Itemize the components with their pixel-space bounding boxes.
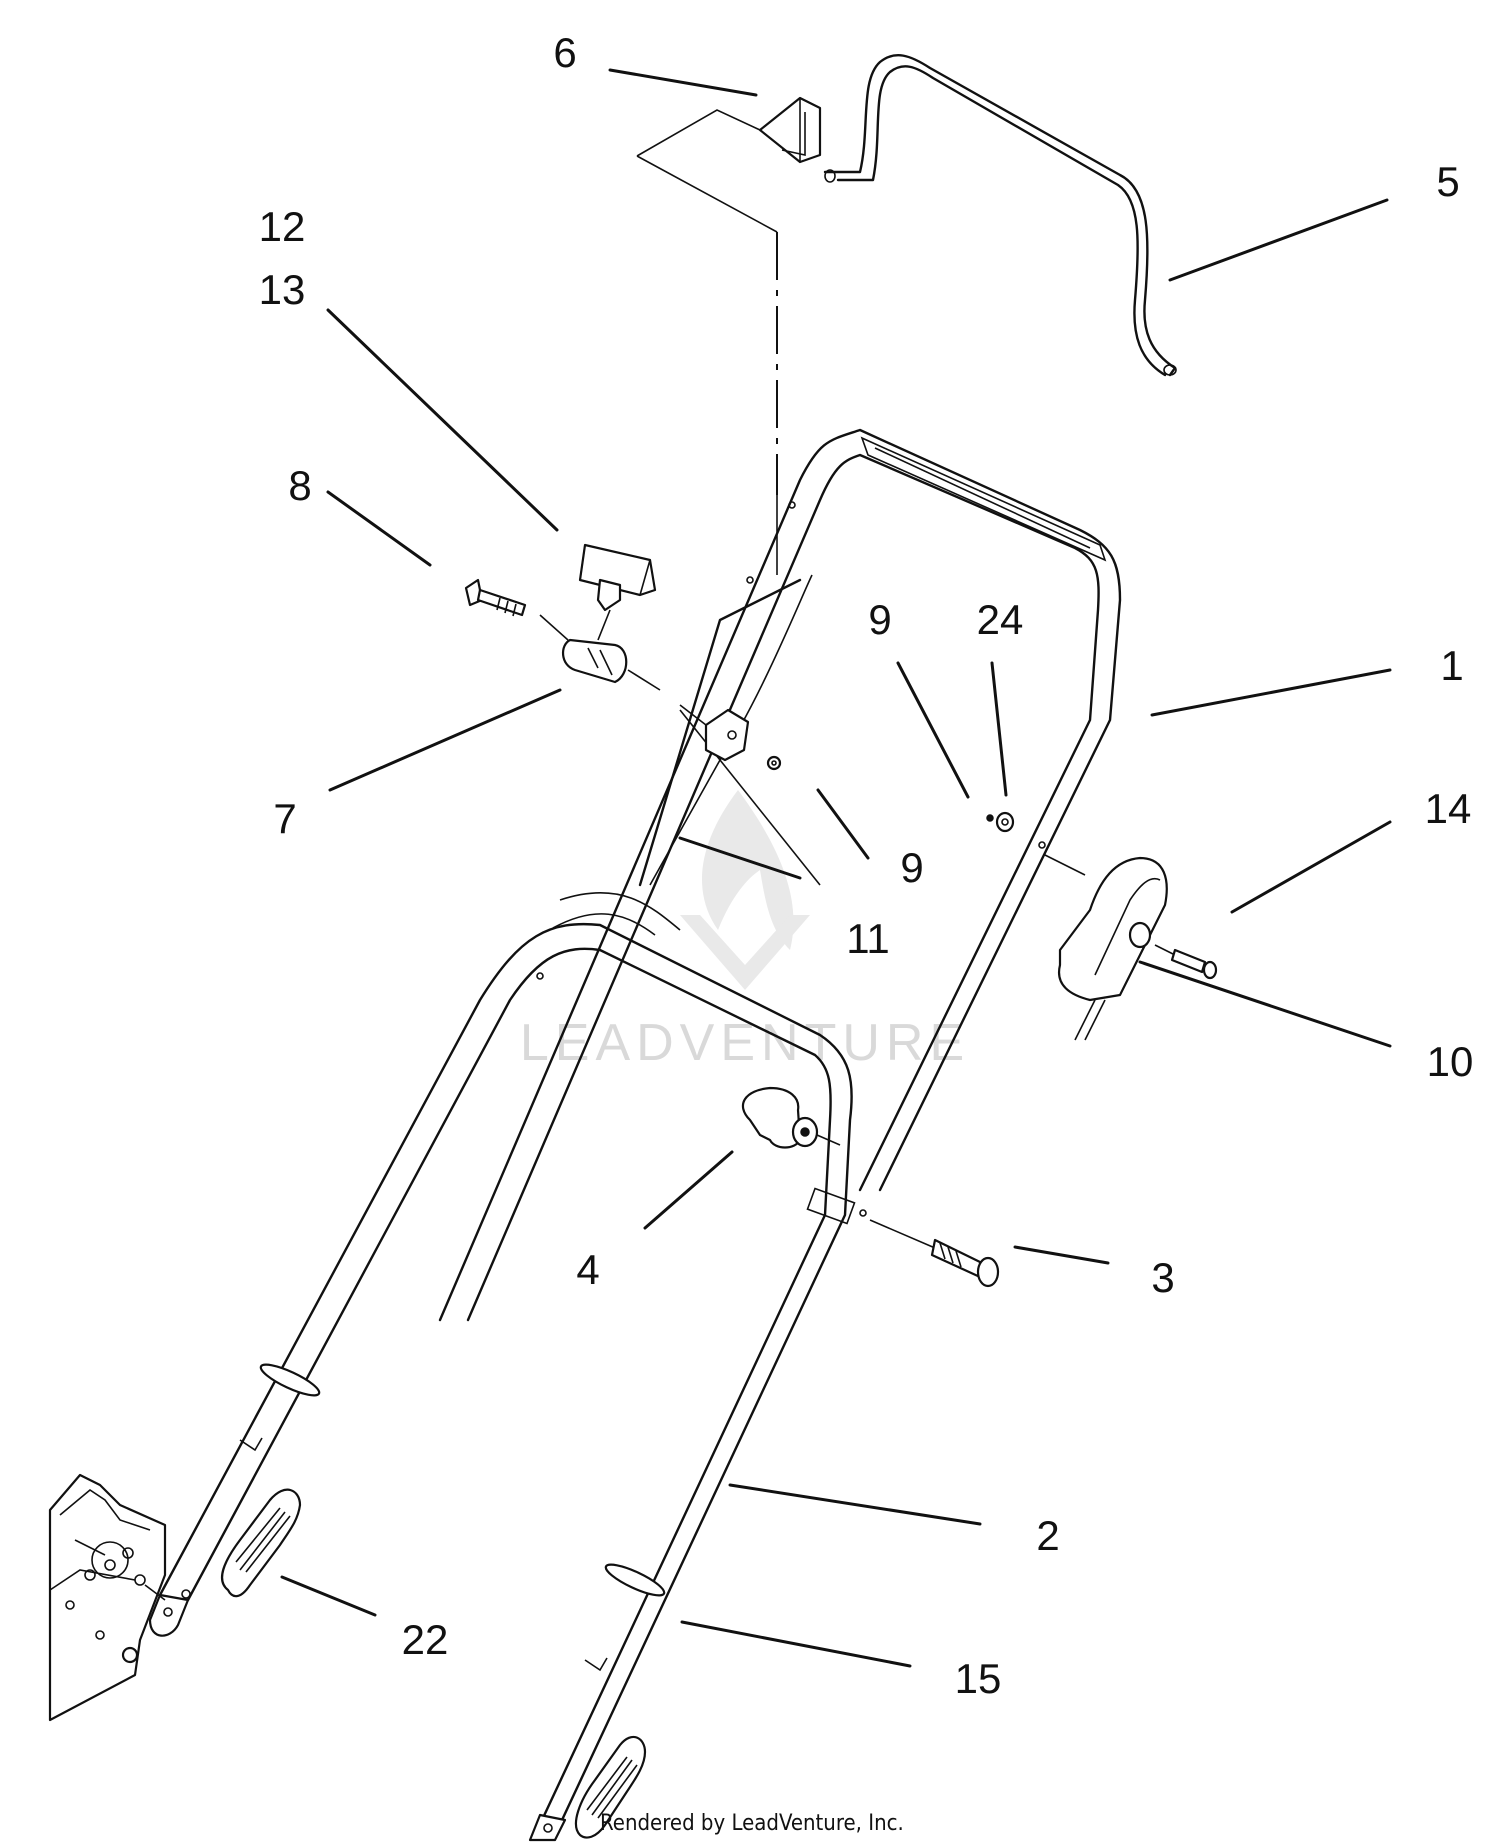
part-6-clip — [758, 96, 822, 164]
part-8-screw — [464, 578, 527, 617]
callout-13: 13 — [259, 266, 306, 313]
part-15-washers — [239, 1363, 666, 1672]
callout-4: 4 — [576, 1246, 599, 1293]
part-22-springs — [221, 1488, 647, 1839]
deck-bracket — [48, 1473, 167, 1722]
part-9-24-fasteners — [986, 811, 1015, 833]
part-10-control — [1044, 854, 1168, 1041]
callout-10: 10 — [1427, 1038, 1474, 1085]
watermark-text: LEADVENTURE — [520, 1014, 970, 1072]
callout-12: 12 — [259, 203, 306, 250]
callout-9-mid: 9 — [900, 844, 923, 891]
part-12-13-grip — [578, 543, 657, 641]
leader-lines — [280, 68, 1392, 1668]
callout-3: 3 — [1151, 1254, 1174, 1301]
callout-labels: 6 5 12 13 8 9 24 1 7 9 14 11 10 4 3 2 22… — [259, 29, 1474, 1702]
callout-1: 1 — [1440, 642, 1463, 689]
part-1-upper-handle — [438, 428, 1122, 1322]
callout-7: 7 — [273, 795, 296, 842]
callout-15: 15 — [955, 1655, 1002, 1702]
part-3-bolt — [869, 1219, 1000, 1288]
watermark: LEADVENTURE — [520, 790, 970, 1072]
callout-11: 11 — [846, 915, 890, 962]
cable-guide — [679, 704, 782, 771]
callout-6: 6 — [553, 29, 576, 76]
callout-24: 24 — [977, 596, 1024, 643]
callout-2: 2 — [1036, 1512, 1059, 1559]
callout-9-top: 9 — [868, 596, 891, 643]
part-5-bail — [823, 54, 1177, 377]
part-14-screw — [1154, 944, 1218, 980]
callout-5: 5 — [1436, 158, 1459, 205]
callout-14: 14 — [1425, 785, 1472, 832]
part-4-knob — [741, 1086, 841, 1149]
part-2-lower-handle — [158, 891, 867, 1837]
callout-8: 8 — [288, 462, 311, 509]
part-7-fitting — [539, 614, 661, 691]
footer-credit: Rendered by LeadVenture, Inc. — [600, 1811, 904, 1836]
callout-22: 22 — [402, 1616, 449, 1663]
